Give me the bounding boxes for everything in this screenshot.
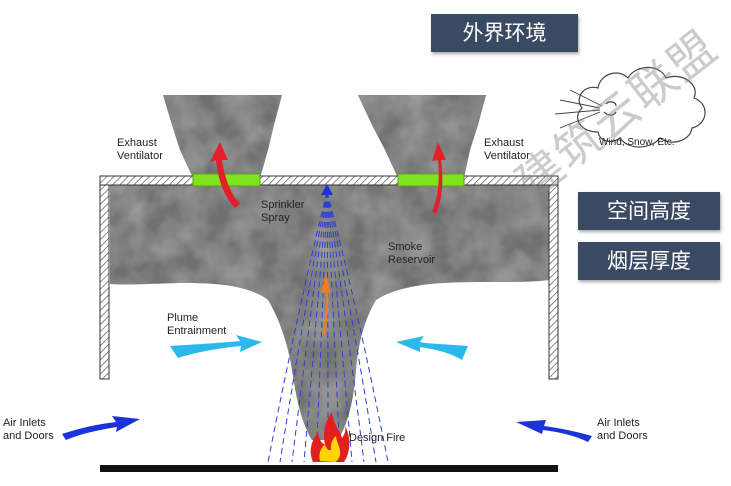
smoke-reservoir-layer (110, 185, 549, 440)
cloud-icon (554, 66, 706, 148)
entrainment-arrow-left (170, 335, 262, 358)
entrainment-arrow-right (396, 336, 468, 360)
floor-slab (100, 465, 558, 472)
sprinkler-head-icon (321, 184, 333, 195)
smoke-thickness-tag: 烟层厚度 (578, 242, 720, 280)
inlet-arrow-right (516, 420, 592, 442)
smoke-exhaust-right (358, 95, 486, 178)
weather-label: Wind, Snow, Etc. (599, 137, 675, 148)
space-height-tag: 空间高度 (578, 192, 720, 230)
building-structure (99, 175, 559, 472)
exhaust-ventilator-right (397, 173, 465, 187)
fire-icon (310, 412, 350, 462)
exhaust-arrow-right (432, 142, 446, 214)
environment-tag: 外界环境 (431, 14, 578, 52)
exhaust-arrow-left (210, 142, 240, 208)
design-fire-label: Design Fire (349, 432, 406, 444)
smoke-exhaust-left (163, 95, 282, 178)
plume-up-arrow (321, 272, 331, 334)
inlet-arrow-left (62, 416, 140, 440)
